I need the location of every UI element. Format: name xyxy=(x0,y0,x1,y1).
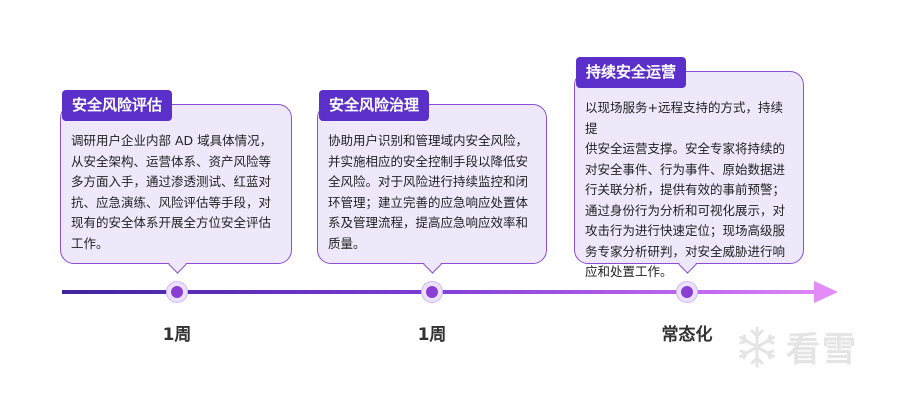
stage-3-description: 以现场服务+远程支持的方式，持续提 供安全运营支撑。安全专家将持续的 对安全事件… xyxy=(585,100,786,279)
timeline-track xyxy=(62,290,832,294)
stage-1-card: 调研用户企业内部 AD 域具体情况， 从安全架构、运营体系、资产风险等 多方面入… xyxy=(60,104,292,264)
stage-1-node xyxy=(167,282,187,302)
snowflake-icon xyxy=(739,326,775,367)
stage-2-description: 协助用户识别和管理域内安全风险， 并实施相应的安全控制手段以降低安 全风险。对于… xyxy=(328,133,529,251)
stage-3-duration: 常态化 xyxy=(661,325,713,345)
stage-1-duration: 1周 xyxy=(162,325,192,345)
stage-2-card: 协助用户识别和管理域内安全风险， 并实施相应的安全控制手段以降低安 全风险。对于… xyxy=(317,104,547,264)
stage-1-title: 安全风险评估 xyxy=(62,90,173,121)
stage-3-title: 持续安全运营 xyxy=(576,57,687,88)
stage-2-node xyxy=(422,282,442,302)
timeline-arrow-head xyxy=(814,281,838,303)
watermark-text: 看雪 xyxy=(786,330,858,370)
stage-3-card: 以现场服务+远程支持的方式，持续提 供安全运营支撑。安全专家将持续的 对安全事件… xyxy=(574,71,804,279)
stage-2-title: 安全风险治理 xyxy=(319,90,430,121)
stage-3-node xyxy=(677,282,697,302)
stage-1-description: 调研用户企业内部 AD 域具体情况， 从安全架构、运营体系、资产风险等 多方面入… xyxy=(71,133,273,251)
watermark: 看雪 xyxy=(734,322,858,371)
stage-2-duration: 1周 xyxy=(417,325,447,345)
